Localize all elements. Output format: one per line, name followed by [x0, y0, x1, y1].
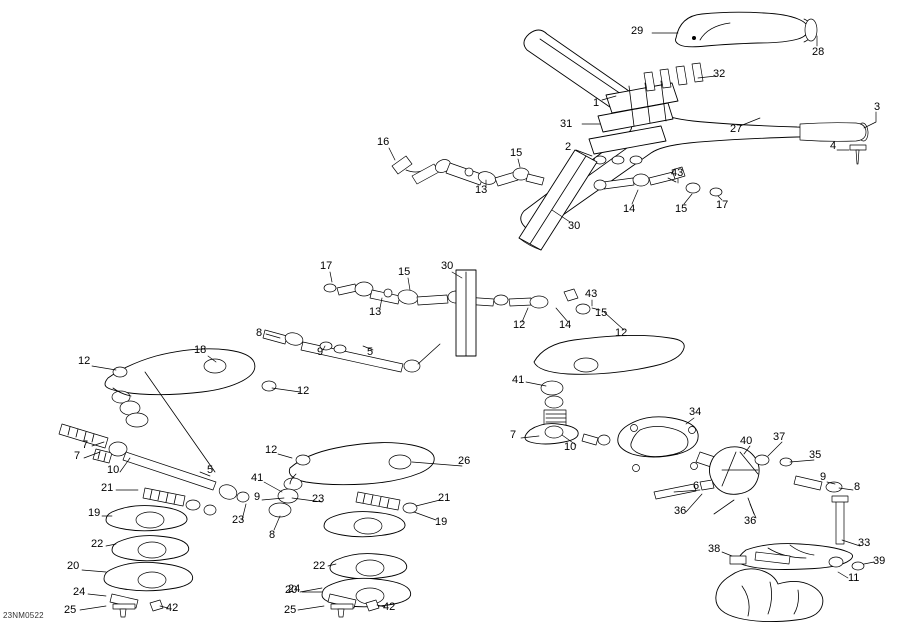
callout-25b: 25 — [284, 604, 297, 616]
callout-33: 33 — [858, 537, 871, 549]
callout-40: 40 — [740, 435, 753, 447]
callout-8c: 8 — [269, 529, 276, 541]
callout-20a: 20 — [67, 560, 80, 572]
part-code-label: 23NM0522 — [3, 611, 44, 620]
callout-2: 2 — [565, 141, 572, 153]
callout-20b: 20 — [285, 584, 298, 596]
callout-6: 6 — [693, 480, 700, 492]
callout-12d: 12 — [297, 385, 310, 397]
callout-15b: 15 — [675, 203, 688, 215]
callout-43b: 43 — [585, 288, 598, 300]
callout-13a: 13 — [475, 184, 488, 196]
callout-25a: 25 — [64, 604, 77, 616]
callout-36b: 36 — [744, 515, 757, 527]
callout-37: 37 — [773, 431, 786, 443]
handlebar-clamp-assembly — [588, 62, 704, 165]
callout-9c: 9 — [254, 491, 261, 503]
bracket-plate-18 — [104, 348, 277, 428]
callout-39: 39 — [873, 555, 886, 567]
lower-steering-mount — [715, 495, 865, 623]
callout-28: 28 — [812, 46, 825, 58]
callout-11: 11 — [848, 572, 860, 584]
callout-23a: 23 — [312, 493, 325, 505]
callout-15a: 15 — [510, 147, 523, 159]
callout-15d: 15 — [595, 307, 608, 319]
callout-19b: 19 — [435, 516, 448, 528]
steering-arm-left — [58, 371, 250, 503]
callout-32: 32 — [713, 68, 726, 80]
callout-21b: 21 — [438, 492, 451, 504]
callout-12b: 12 — [615, 327, 628, 339]
lower-column-center — [321, 491, 418, 618]
lower-column-left — [103, 487, 217, 618]
callout-31: 31 — [560, 118, 573, 130]
callout-27: 27 — [730, 123, 743, 135]
callout-8a: 8 — [256, 327, 263, 339]
callout-35: 35 — [809, 449, 822, 461]
callout-1: 1 — [593, 97, 600, 109]
callout-16: 16 — [377, 136, 390, 148]
callout-29: 29 — [631, 25, 644, 37]
tie-rod-upper-left — [391, 155, 545, 187]
callout-9b: 9 — [820, 471, 827, 483]
callout-10b: 10 — [107, 464, 120, 476]
callout-18: 18 — [194, 344, 207, 356]
callout-12a: 12 — [513, 319, 526, 331]
callout-30a: 30 — [568, 220, 581, 232]
callout-5b: 5 — [207, 464, 214, 476]
callout-19a: 19 — [88, 507, 101, 519]
callout-42b: 42 — [383, 601, 396, 613]
callout-24b: 24 — [288, 583, 301, 595]
callout-10a: 10 — [564, 441, 577, 453]
callout-12c: 12 — [78, 355, 91, 367]
callout-17b: 17 — [320, 260, 333, 272]
callout-30b: 30 — [441, 260, 454, 272]
callout-22a: 22 — [91, 538, 104, 550]
callout-21a: 21 — [101, 482, 114, 494]
callout-7b: 7 — [510, 429, 517, 441]
callout-14b: 14 — [559, 319, 572, 331]
steering-support-right — [617, 416, 843, 515]
callout-13b: 13 — [369, 306, 382, 318]
callout-34: 34 — [689, 406, 702, 418]
support-bracket-right — [524, 334, 685, 446]
callout-12e: 12 — [265, 444, 278, 456]
callout-4: 4 — [830, 140, 837, 152]
callout-41b: 41 — [251, 472, 264, 484]
callout-14a: 14 — [623, 203, 636, 215]
callout-36a: 36 — [674, 505, 687, 517]
drag-link-upper — [262, 329, 441, 373]
callout-5a: 5 — [367, 346, 374, 358]
steering-column-upper — [518, 149, 598, 251]
callout-8b: 8 — [854, 481, 861, 493]
callout-15c: 15 — [398, 266, 411, 278]
callout-7c: 7 — [74, 450, 81, 462]
callout-3: 3 — [874, 101, 881, 113]
bolt-4 — [849, 144, 867, 165]
callout-38: 38 — [708, 543, 721, 555]
callout-22b: 22 — [313, 560, 326, 572]
callout-41a: 41 — [512, 374, 525, 386]
tie-rod-upper-right — [593, 166, 723, 197]
steering-column-middle — [455, 269, 477, 357]
callout-26: 26 — [458, 455, 471, 467]
callout-7a: 7 — [82, 439, 89, 451]
callout-23b: 23 — [232, 514, 245, 526]
callout-24a: 24 — [73, 586, 86, 598]
callout-17a: 17 — [716, 199, 729, 211]
callout-42a: 42 — [166, 602, 179, 614]
callout-43a: 43 — [671, 167, 684, 179]
callout-9a: 9 — [317, 346, 324, 358]
handlebar-bar — [520, 29, 869, 232]
bracket-plate-26 — [268, 442, 435, 518]
handlebar-grip-assembly — [675, 11, 818, 48]
